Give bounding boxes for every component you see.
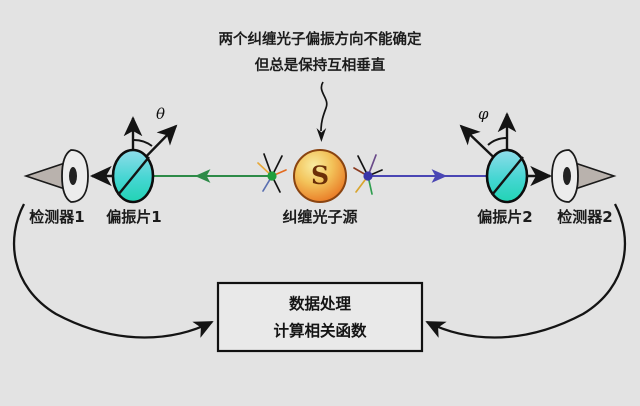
polarizer-1: θ [89,105,178,204]
detector-2-label: 检测器2 [557,208,612,226]
processor-line-2: 计算相关函数 [273,321,367,340]
photon-node-right [353,154,383,195]
polarizer-2: φ [459,105,553,204]
entangled-photon-source: S [293,149,347,203]
detector-1 [23,149,89,203]
polarizer-2-angle-symbol: φ [478,105,489,123]
data-processing-box: 数据处理 计算相关函数 [216,281,424,353]
polarizer-1-angle-symbol: θ [156,105,165,123]
processor-line-1: 数据处理 [289,294,352,313]
polarizer-1-label: 偏振片1 [106,208,161,226]
source-symbol: S [311,161,329,190]
polarizer-2-label: 偏振片2 [477,208,532,226]
right-feedback-curve [425,203,627,339]
left-feedback-curve [12,203,214,339]
curved-pointer-to-source-icon [316,81,328,142]
detector-2 [551,149,617,203]
detector-1-label: 检测器1 [29,208,84,226]
source-label: 纠缠光子源 [282,208,357,226]
photon-node-left [257,153,287,193]
caption-line-2: 但总是保持互相垂直 [255,56,386,74]
caption-line-1: 两个纠缠光子偏振方向不能确定 [219,30,422,48]
